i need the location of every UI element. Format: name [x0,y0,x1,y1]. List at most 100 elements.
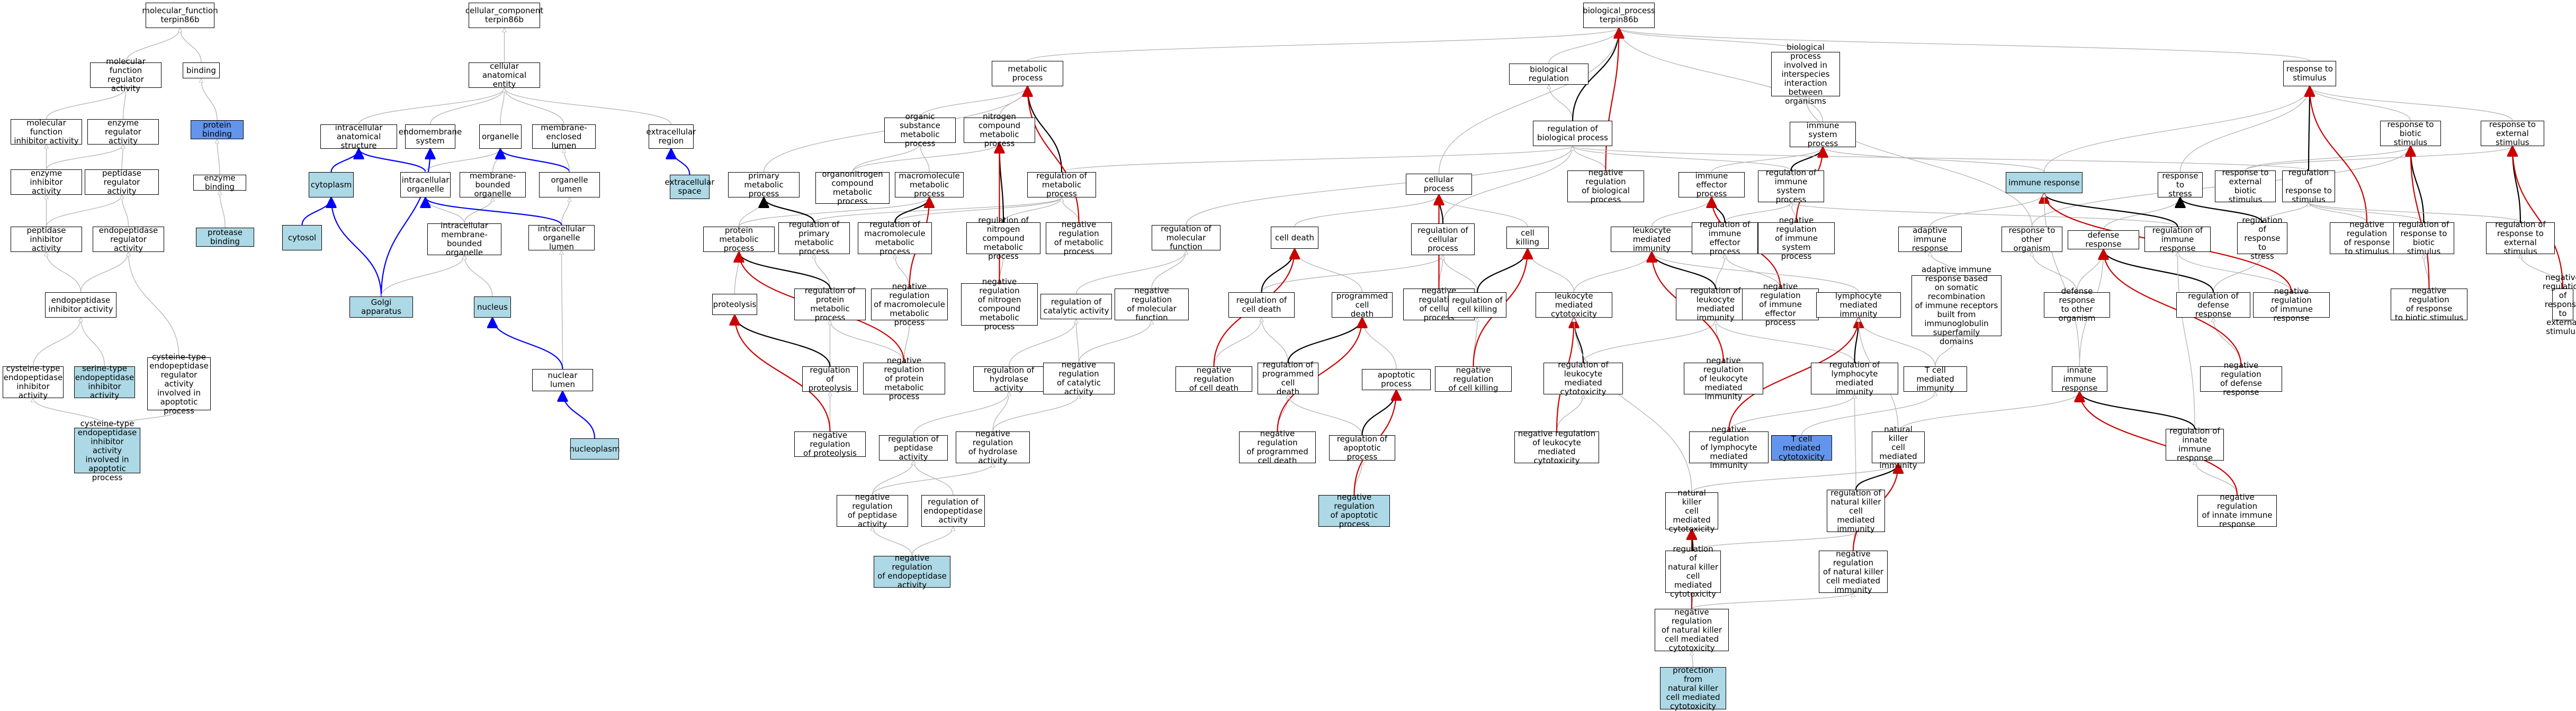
graph-node-membbound[interactable]: membrane-bounded organelle [460,171,526,198]
graph-node-reginnate[interactable]: regulation of innate immune response [2166,427,2224,463]
graph-node-endoreg[interactable]: endopeptidase regulator activity [93,226,164,253]
graph-node-bioreg[interactable]: biological regulation [1509,64,1588,85]
graph-node-cytoplasm[interactable]: cytoplasm [309,172,354,197]
graph-node-nucleoplasm[interactable]: nucleoplasm [569,438,620,460]
graph-node-regendo[interactable]: regulation of endopeptidase activity [921,495,985,527]
graph-node-mf[interactable]: molecular_function terpin86b [142,3,218,28]
graph-node-icolumen[interactable]: intracellular organelle lumen [528,224,595,251]
graph-node-negregleukcyto[interactable]: negative regulation of leukocyte mediate… [1514,429,1599,465]
graph-node-regresp[interactable]: regulation of response to stimulus [2282,168,2335,204]
graph-node-negregmacro[interactable]: negative regulation of macromolecule met… [871,282,948,327]
graph-node-negregimmeff[interactable]: negative regulation of immune effector p… [1742,282,1819,327]
graph-node-protnk[interactable]: protection from natural killer cell medi… [1660,665,1726,710]
graph-node-endomem[interactable]: endomembrane system [399,124,462,149]
graph-node-icmbo[interactable]: intracellular membrane-bounded organelle [427,221,501,257]
graph-node-proteolysis[interactable]: proteolysis [712,294,757,315]
graph-node-regrespstress[interactable]: regulation of response to stress [2237,215,2287,260]
graph-node-regproteolysis[interactable]: regulation of proteolysis [802,365,858,392]
graph-node-negregproteolysis[interactable]: negative regulation of proteolysis [794,430,866,457]
graph-node-protmetab[interactable]: protein metabolic process [703,226,775,253]
graph-node-respextbio[interactable]: response to external biotic stimulus [2215,168,2276,204]
graph-node-regcatal[interactable]: regulation of catalytic activity [1040,294,1112,319]
graph-node-tcellmed[interactable]: T cell mediated immunity [1904,365,1967,392]
graph-node-cysapo[interactable]: cysteine-type endopeptidase regulator ac… [147,352,211,415]
graph-node-nuclumen[interactable]: nuclear lumen [532,369,593,391]
graph-node-bp[interactable]: biological_process terpin86b [1583,3,1655,28]
graph-node-negreglymphmed[interactable]: negative regulation of lymphocyte mediat… [1689,425,1769,470]
graph-node-mfinh[interactable]: molecular function inhibitor activity [11,118,82,145]
graph-node-nkcyto[interactable]: natural killer cell mediated cytotoxicit… [1665,488,1718,533]
graph-node-regdef[interactable]: regulation of defense response [2176,291,2250,318]
graph-node-apoptotic[interactable]: apoptotic process [1362,369,1431,390]
graph-node-regnitro[interactable]: regulation of nitrogen compound metaboli… [966,215,1040,260]
graph-node-negregpep[interactable]: negative regulation of peptidase activit… [837,493,908,529]
graph-node-resp[interactable]: response to stimulus [2283,61,2336,86]
graph-node-pcd[interactable]: programmed cell death [1332,291,1393,318]
graph-node-extreg[interactable]: extracellular region [647,124,696,149]
graph-node-leukmed[interactable]: leukocyte mediated immunity [1611,226,1693,253]
graph-node-negregpcd[interactable]: negative regulation of programmed cell d… [1239,429,1316,465]
graph-node-regpcd[interactable]: regulation of programmed cell death [1258,361,1318,397]
graph-node-protbind[interactable]: protein binding [191,120,244,139]
graph-node-memenc[interactable]: membrane-enclosed lumen [532,123,596,150]
graph-node-nitro[interactable]: nitrogen compound metabolic process [964,112,1035,148]
graph-node-regimmresp[interactable]: regulation of immune response [2144,226,2211,253]
graph-node-regcellkill[interactable]: regulation of cell killing [1448,292,1506,318]
graph-node-enzbind[interactable]: enzyme binding [193,174,246,192]
graph-node-negregrespbiotic[interactable]: negative regulation of response to bioti… [2391,286,2467,322]
graph-node-negregmf[interactable]: negative regulation of molecular functio… [1115,286,1189,322]
graph-node-respext[interactable]: response to external stimulus [2481,120,2544,147]
graph-node-macromol[interactable]: macromolecule metabolic process [895,171,964,198]
graph-node-cytosol[interactable]: cytosol [282,225,322,250]
graph-node-regmacro[interactable]: regulation of macromolecule metabolic pr… [858,220,932,256]
graph-node-negreghydrol[interactable]: negative regulation of hydrolase activit… [956,429,1030,465]
graph-node-negregnkmed[interactable]: negative regulation of natural killer ce… [1819,549,1888,594]
graph-node-celldeath[interactable]: cell death [1271,227,1318,249]
graph-node-regprotmetab[interactable]: regulation of protein metabolic process [794,286,866,322]
graph-node-regmf[interactable]: regulation of molecular function [1152,224,1220,251]
graph-node-negregcellkill[interactable]: negative regulation of cell killing [1435,365,1512,392]
graph-node-cellkill[interactable]: cell killing [1506,227,1549,249]
graph-node-regapo[interactable]: regulation of apoptotic process [1329,434,1395,461]
graph-node-regrespbiotic[interactable]: regulation of response to biotic stimulu… [2393,220,2454,256]
graph-node-pepinh[interactable]: peptidase inhibitor activity [11,226,82,253]
graph-node-nucleus[interactable]: nucleus [474,296,511,318]
graph-node-primmetab[interactable]: primary metabolic process [728,171,800,198]
graph-node-regimmsys[interactable]: regulation of immune system process [1758,168,1824,204]
graph-node-nkmed[interactable]: natural killer cell mediated immunity [1872,425,1925,470]
graph-node-regcelldeath[interactable]: regulation of cell death [1228,292,1295,318]
graph-node-negregdef[interactable]: negative regulation of defense response [2200,361,2282,397]
graph-node-defresp[interactable]: defense response [2068,230,2139,249]
graph-node-regnkcyto[interactable]: regulation of natural killer cell mediat… [1665,545,1721,599]
graph-node-mfreg[interactable]: molecular function regulator activity [90,57,161,93]
graph-node-cc[interactable]: cellular_component terpin86b [465,3,543,28]
graph-node-negregcatal[interactable]: negative regulation of catalytic activit… [1043,361,1115,397]
graph-node-regbio[interactable]: regulation of biological process [1533,121,1612,146]
graph-node-organelle[interactable]: organelle [479,124,522,149]
graph-node-negregimmresp[interactable]: negative regulation of immune response [2253,287,2330,323]
graph-node-icorg[interactable]: intracellular organelle [400,172,451,197]
graph-node-negregleukmed[interactable]: negative regulation of leukocyte mediate… [1684,356,1763,401]
graph-node-cysinhapo[interactable]: cysteine-type endopeptidase inhibitor ac… [74,419,140,482]
graph-node-cae[interactable]: cellular anatomical entity [469,61,540,88]
graph-node-orglumen[interactable]: organelle lumen [539,172,600,197]
graph-node-respbiotic[interactable]: response to biotic stimulus [2380,120,2441,147]
graph-node-tcellcyto[interactable]: T cell mediated cytotoxicity [1771,434,1832,461]
graph-node-extspace[interactable]: extracellular space [665,175,714,199]
graph-node-reghydrol[interactable]: regulation of hydrolase activity [973,365,1045,392]
graph-node-immresp[interactable]: immune response [2006,172,2083,193]
graph-node-negregnkcyto[interactable]: negative regulation of natural killer ce… [1655,607,1729,652]
graph-node-enzreg[interactable]: enzyme regulator activity [87,118,159,145]
graph-node-negregbio[interactable]: negative regulation of biological proces… [1567,168,1644,204]
graph-node-regpepact[interactable]: regulation of peptidase activity [879,434,948,461]
graph-node-cellproc[interactable]: cellular process [1406,174,1472,195]
graph-node-adaptive[interactable]: adaptive immune response [1898,226,1962,253]
graph-node-respother[interactable]: response to other organism [2001,226,2062,253]
graph-node-negregcelldeath[interactable]: negative regulation of cell death [1175,365,1252,392]
graph-node-serinh[interactable]: serine-type endopeptidase inhibitor acti… [74,364,135,400]
graph-node-adaptivesomatic[interactable]: adaptive immune response based on somati… [1911,265,2001,346]
graph-node-golgi[interactable]: Golgi apparatus [349,296,413,318]
graph-node-regimmeff[interactable]: regulation of immune effector process [1692,220,1758,256]
graph-node-ias[interactable]: intracellular anatomical structure [320,123,397,150]
graph-node-respstress[interactable]: response to stress [2158,171,2203,198]
